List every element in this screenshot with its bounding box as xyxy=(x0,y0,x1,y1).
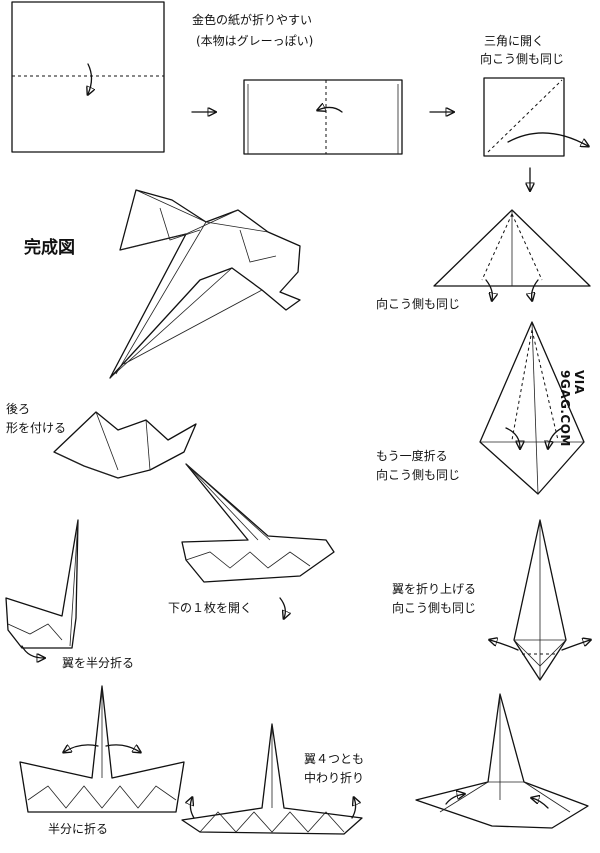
step2-rectangle xyxy=(243,79,403,155)
step1-square xyxy=(11,1,165,153)
shape-label: 形を付ける xyxy=(6,421,67,435)
open-bottom-label: 下の１枚を開く xyxy=(168,601,253,615)
four-wings-sub-label: 中わり折り xyxy=(304,771,365,785)
step5-sub-label: 向こう側も同じ xyxy=(376,468,461,482)
step10-half-fold xyxy=(5,519,79,658)
fold-half-label: 半分に折る xyxy=(48,822,109,836)
step4-label: 向こう側も同じ xyxy=(376,297,461,311)
step3-sub-label: 向こう側も同じ xyxy=(480,52,565,66)
four-wings-label: 翼４つとも xyxy=(304,752,365,766)
step9-shape xyxy=(19,685,185,813)
step5-label: もう一度折る xyxy=(376,449,448,463)
step5-kite xyxy=(479,321,585,495)
step8-wide-shape xyxy=(181,723,363,835)
step4-triangle xyxy=(433,209,591,300)
step7-winged-shape xyxy=(415,693,589,829)
step1-sub-label: (本物はグレーっぽい) xyxy=(196,34,314,48)
step12-back-shape xyxy=(53,411,197,479)
step1-label: 金色の紙が折りやすい xyxy=(192,13,313,27)
watermark: VIA 9GAG.COM xyxy=(558,370,586,447)
step3-square xyxy=(483,77,588,157)
step6-long-diamond xyxy=(490,519,590,681)
back-label: 後ろ xyxy=(6,402,31,416)
wing-up-sub-label: 向こう側も同じ xyxy=(392,601,477,615)
wing-half-label: 翼を半分折る xyxy=(62,656,135,670)
wing-up-label: 翼を折り上げる xyxy=(392,582,477,596)
step11-open-layer xyxy=(181,463,335,618)
completed-model xyxy=(109,189,301,379)
step3-label: 三角に開く xyxy=(484,34,545,48)
completed-label: 完成図 xyxy=(24,238,75,258)
